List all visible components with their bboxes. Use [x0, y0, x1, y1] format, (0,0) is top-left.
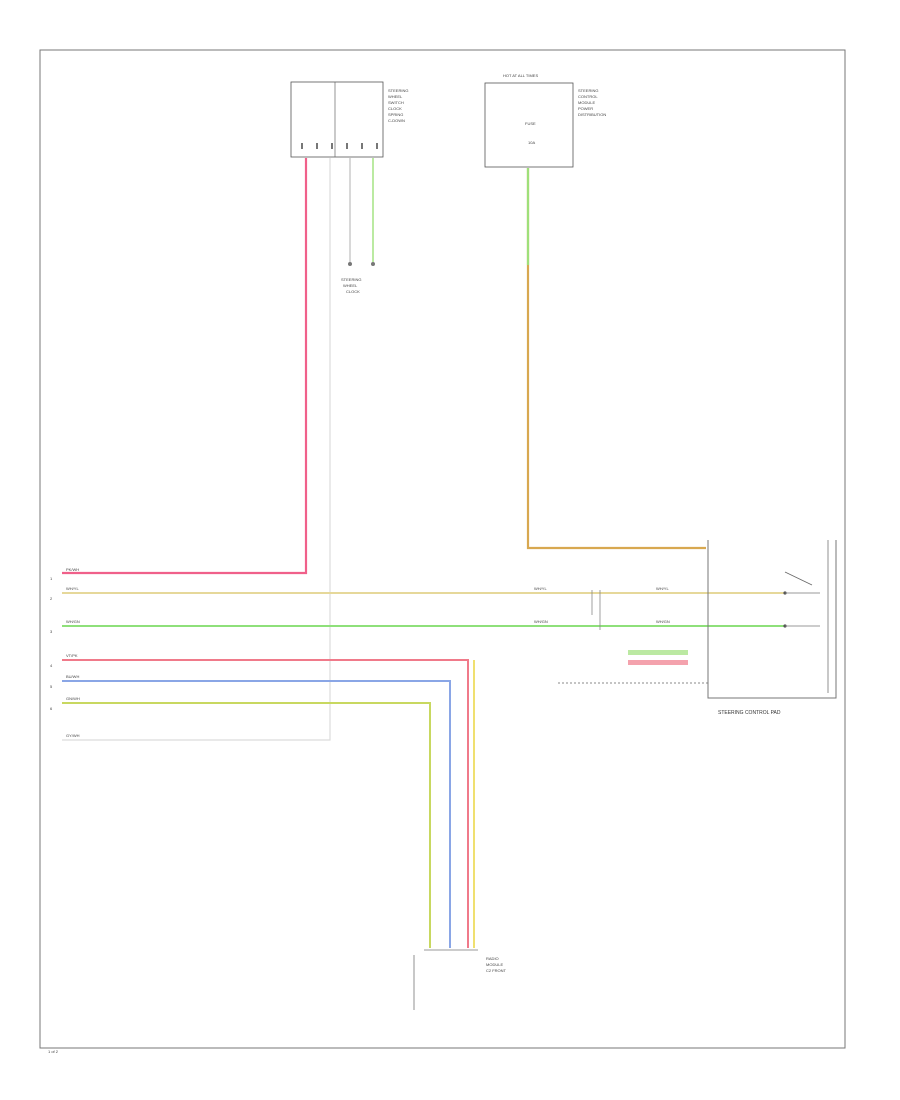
diagram-frame: [39, 49, 846, 1049]
top-connector-fuse: HOT AT ALL TIMES FUSE 10A STEERING CONTR…: [484, 73, 606, 168]
bottom-connector-radio: RADIO MODULE C2 FRONT: [413, 949, 507, 1010]
radio-label-1: MODULE: [486, 962, 503, 967]
pin-label-1: 1: [50, 576, 53, 581]
footer-code: 1 of 2: [48, 1049, 59, 1054]
right-label-green: WH/GN: [656, 619, 670, 624]
wire-label-bu-wh: BU/WH: [66, 674, 79, 679]
wire-yellow-green: [62, 702, 431, 948]
wire-red-pink: [62, 659, 469, 948]
wire-label-pk: PK/WH: [66, 567, 79, 572]
wire-label-wh-gn: WH/GN: [66, 619, 80, 624]
wire-label-gy-wh: GY/WH: [66, 733, 80, 738]
wire-pink: [62, 158, 308, 575]
steering-control-module: STEERING CONTROL PAD: [707, 540, 837, 716]
tc2-amp: 10A: [528, 140, 535, 145]
top-connector-clock-spring: STEERING WHEEL SWITCH CLOCK SPRING C-DOW…: [290, 81, 408, 158]
splice-dot-right: [371, 262, 375, 266]
tc1-line-1: WHEEL: [388, 94, 403, 99]
switch-contact: [784, 571, 813, 586]
ground-label-1: WHEEL: [343, 283, 358, 288]
wire-blue: [62, 680, 451, 948]
tc2-header: HOT AT ALL TIMES: [503, 73, 538, 78]
tc2-side-1: CONTROL: [578, 94, 598, 99]
splice-dot-left: [348, 262, 352, 266]
right-label-tan: WH/YL: [656, 586, 669, 591]
tc2-side-0: STEERING: [578, 88, 598, 93]
tc1-line-2: SWITCH: [388, 100, 404, 105]
wire-orange: [526, 168, 706, 550]
splice-label-tan: WH/YL: [534, 586, 547, 591]
pin-label-5: 5: [50, 684, 53, 689]
ground-label-0: STEERING: [341, 277, 361, 282]
tc1-line-5: C-DOWN: [388, 118, 405, 123]
tc1-line-3: CLOCK: [388, 106, 402, 111]
splice-area: WH/YL WH/GN WH/YL WH/GN: [534, 586, 708, 684]
tc2-side-3: POWER: [578, 106, 593, 111]
wire-gray: [62, 158, 331, 741]
pin-label-6: 6: [50, 706, 53, 711]
tc1-line-0: STEERING: [388, 88, 408, 93]
radio-label-2: C2 FRONT: [486, 968, 507, 973]
radio-label-0: RADIO: [486, 956, 499, 961]
pin-label-3: 3: [50, 629, 53, 634]
steering-module-label: STEERING CONTROL PAD: [718, 710, 781, 716]
left-wire-labels: 1 PK/WH 2 WH/YL 3 WH/GN 4 VT/PK 5 BU/WH …: [50, 567, 80, 738]
splice-label-green: WH/GN: [534, 619, 548, 624]
wire-label-gn-wh: GN/WH: [66, 696, 80, 701]
wire-label-wh-yl: WH/YL: [66, 586, 79, 591]
pin-label-4: 4: [50, 663, 53, 668]
tc2-side-4: DISTRIBUTION: [578, 112, 606, 117]
tc2-fuse: FUSE: [525, 121, 536, 126]
pin-label-2: 2: [50, 596, 53, 601]
tc1-line-4: SPRING: [388, 112, 403, 117]
tc2-side-2: MODULE: [578, 100, 595, 105]
wire-label-vt-pk: VT/PK: [66, 653, 78, 658]
ground-label-2: CLOCK: [346, 289, 360, 294]
